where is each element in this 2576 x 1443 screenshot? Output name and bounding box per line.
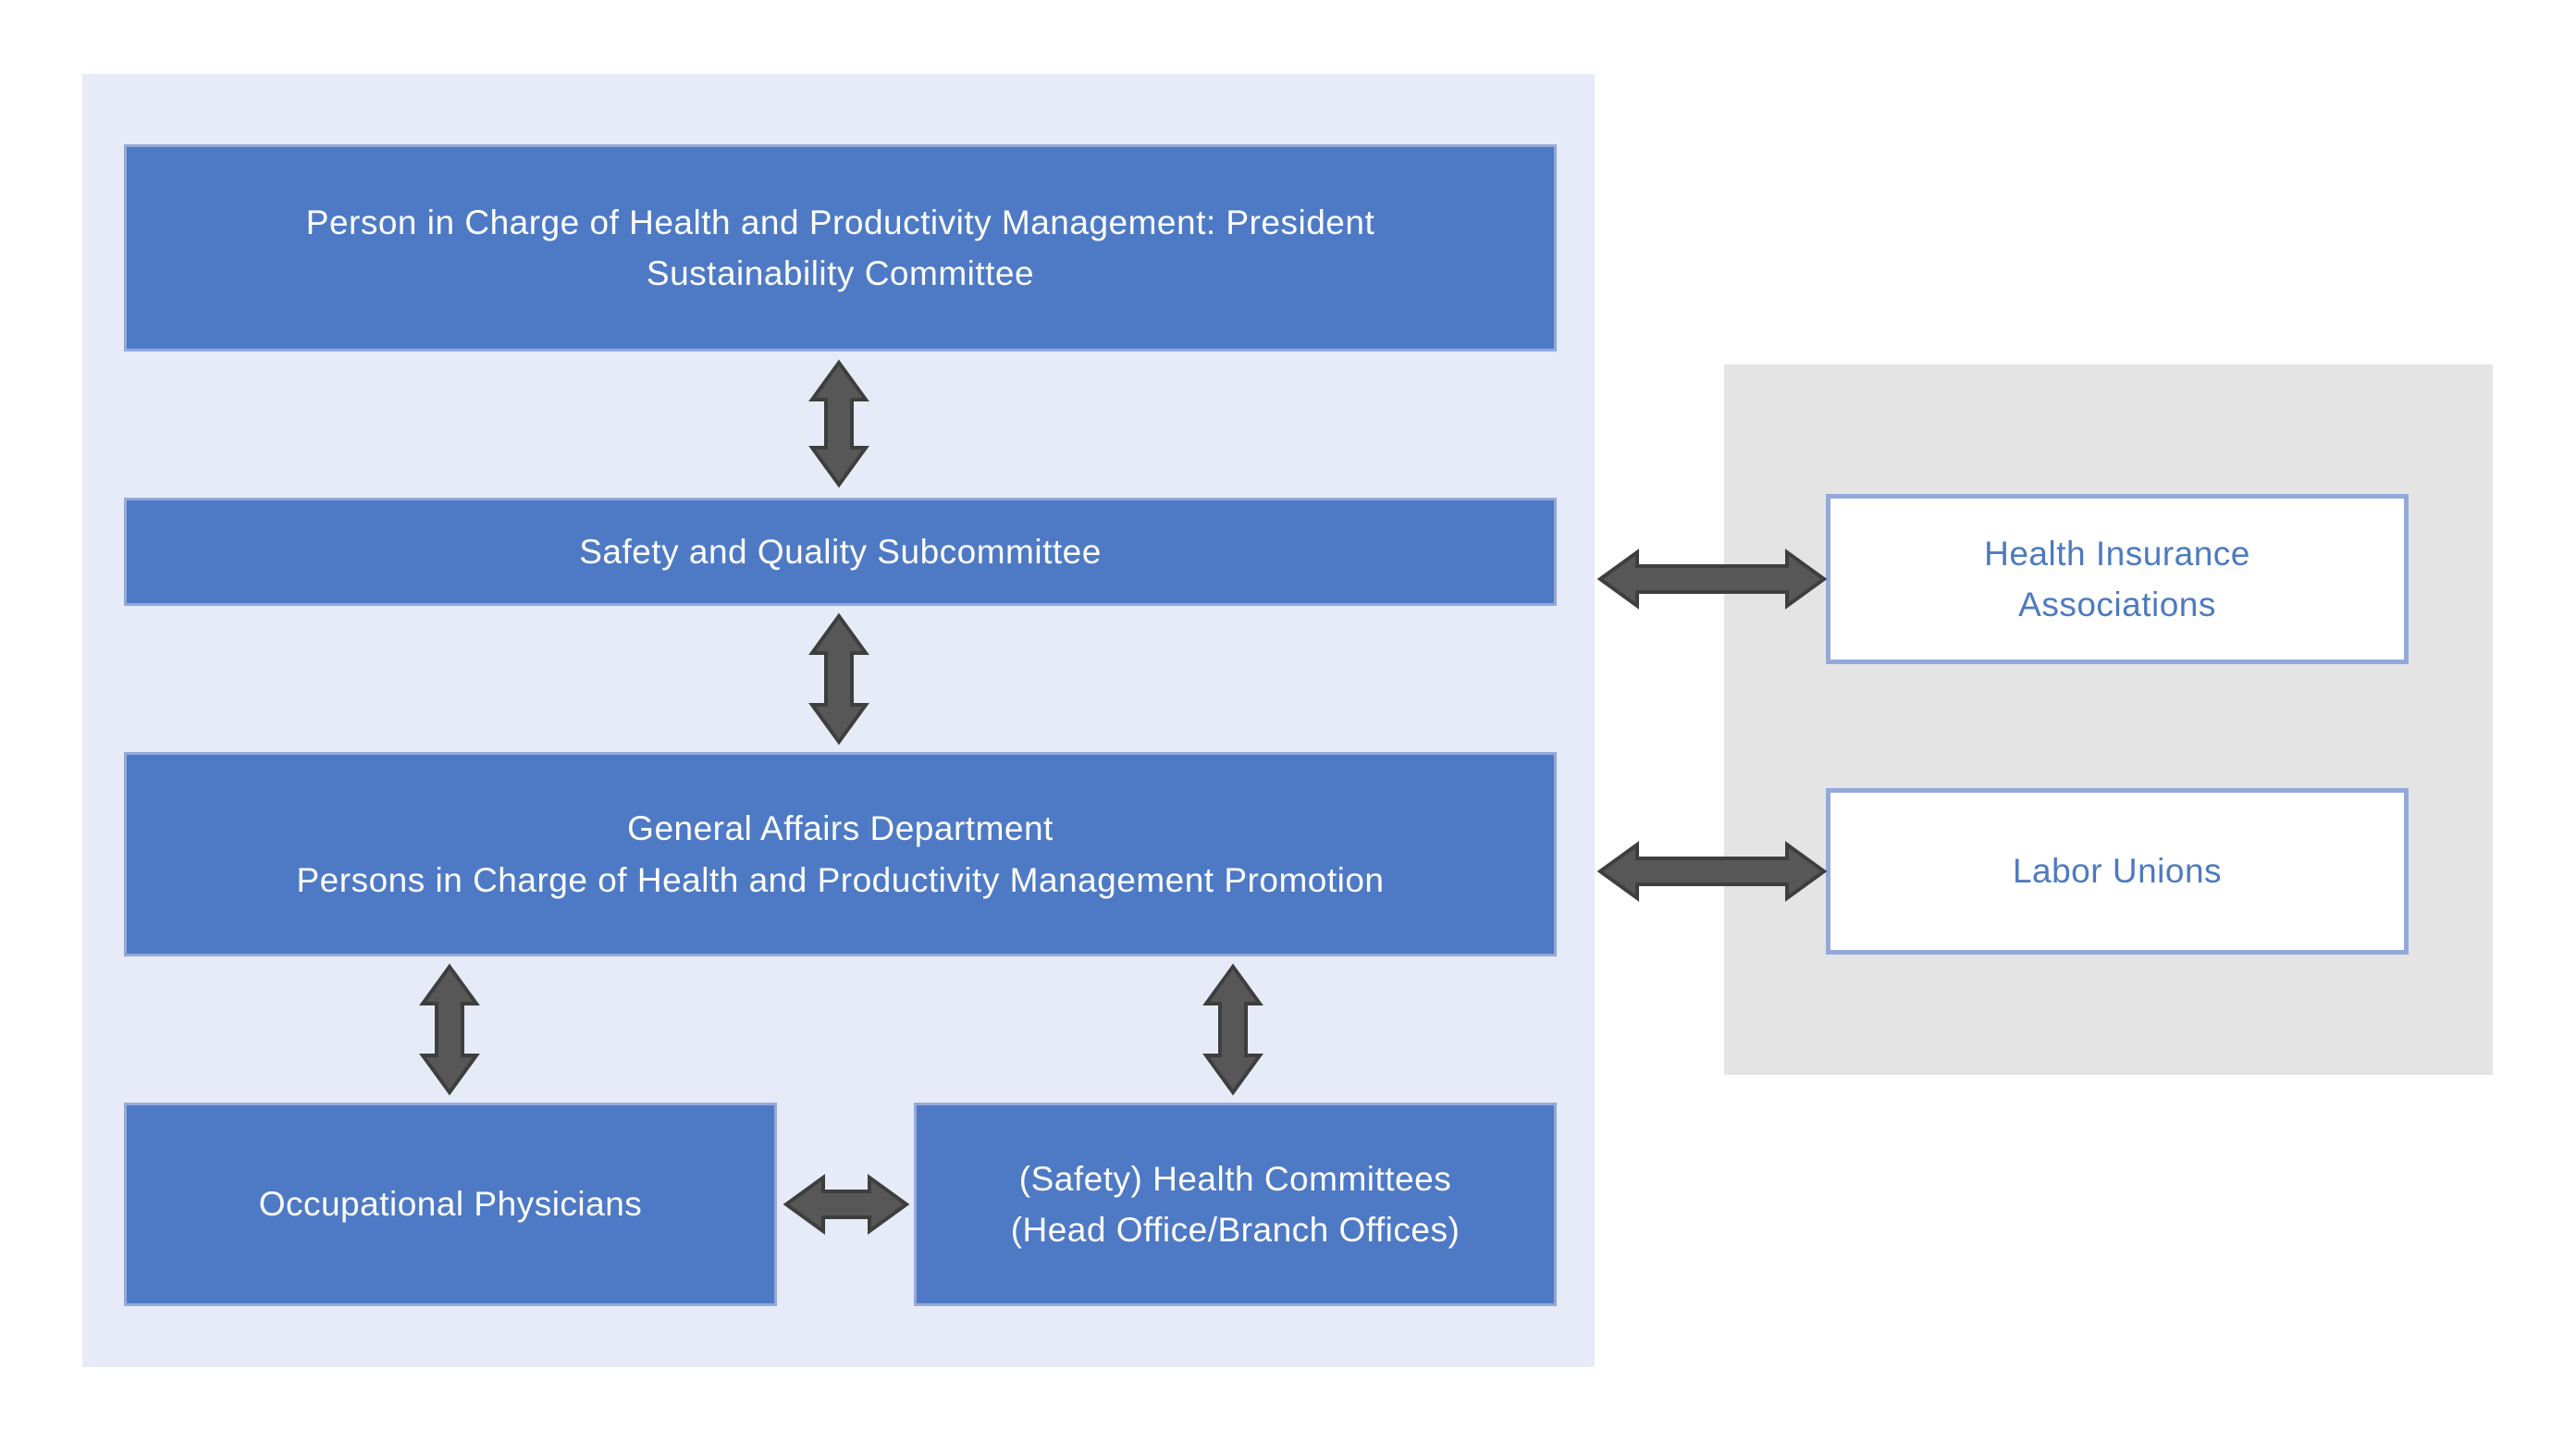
box-president-sustainability-committee: Person in Charge of Health and Productiv… [124,144,1557,352]
double-arrow-president-safety-icon [808,359,869,488]
double-arrow-health-insurance-icon [1596,549,1828,610]
external-partners-panel [1724,364,2493,1075]
box-health-insurance-associations: Health Insurance Associations [1826,494,2409,664]
box-general-affairs-line1: General Affairs Department [627,809,1054,847]
double-arrow-labor-unions-icon [1596,841,1828,902]
box-president-line1: Person in Charge of Health and Productiv… [305,203,1375,241]
box-general-affairs-department: General Affairs Department Persons in Ch… [124,752,1557,956]
box-president-line2: Sustainability Committee [646,254,1035,292]
double-arrow-safety-general-icon [808,612,869,746]
box-safety-quality-subcommittee: Safety and Quality Subcommittee [124,498,1557,606]
box-labor-unions-label: Labor Unions [2012,852,2223,891]
box-occupational-physicians: Occupational Physicians [124,1103,777,1306]
box-safety-health-committees: (Safety) Health Committees (Head Office/… [914,1103,1557,1306]
box-labor-unions: Labor Unions [1826,788,2409,955]
box-safety-quality-label: Safety and Quality Subcommittee [579,532,1102,571]
double-arrow-general-physicians-icon [419,963,480,1096]
box-health-committees-line2: (Head Office/Branch Offices) [1010,1211,1461,1249]
box-general-affairs-line2: Persons in Charge of Health and Producti… [296,860,1385,899]
double-arrow-physicians-committees-icon [783,1174,910,1235]
box-health-insurance-line2: Associations [2018,586,2216,623]
box-occupational-physicians-label: Occupational Physicians [258,1185,643,1224]
double-arrow-general-committees-icon [1202,963,1263,1096]
box-health-committees-line1: (Safety) Health Committees [1018,1159,1452,1198]
box-health-insurance-line1: Health Insurance [1984,534,2250,573]
